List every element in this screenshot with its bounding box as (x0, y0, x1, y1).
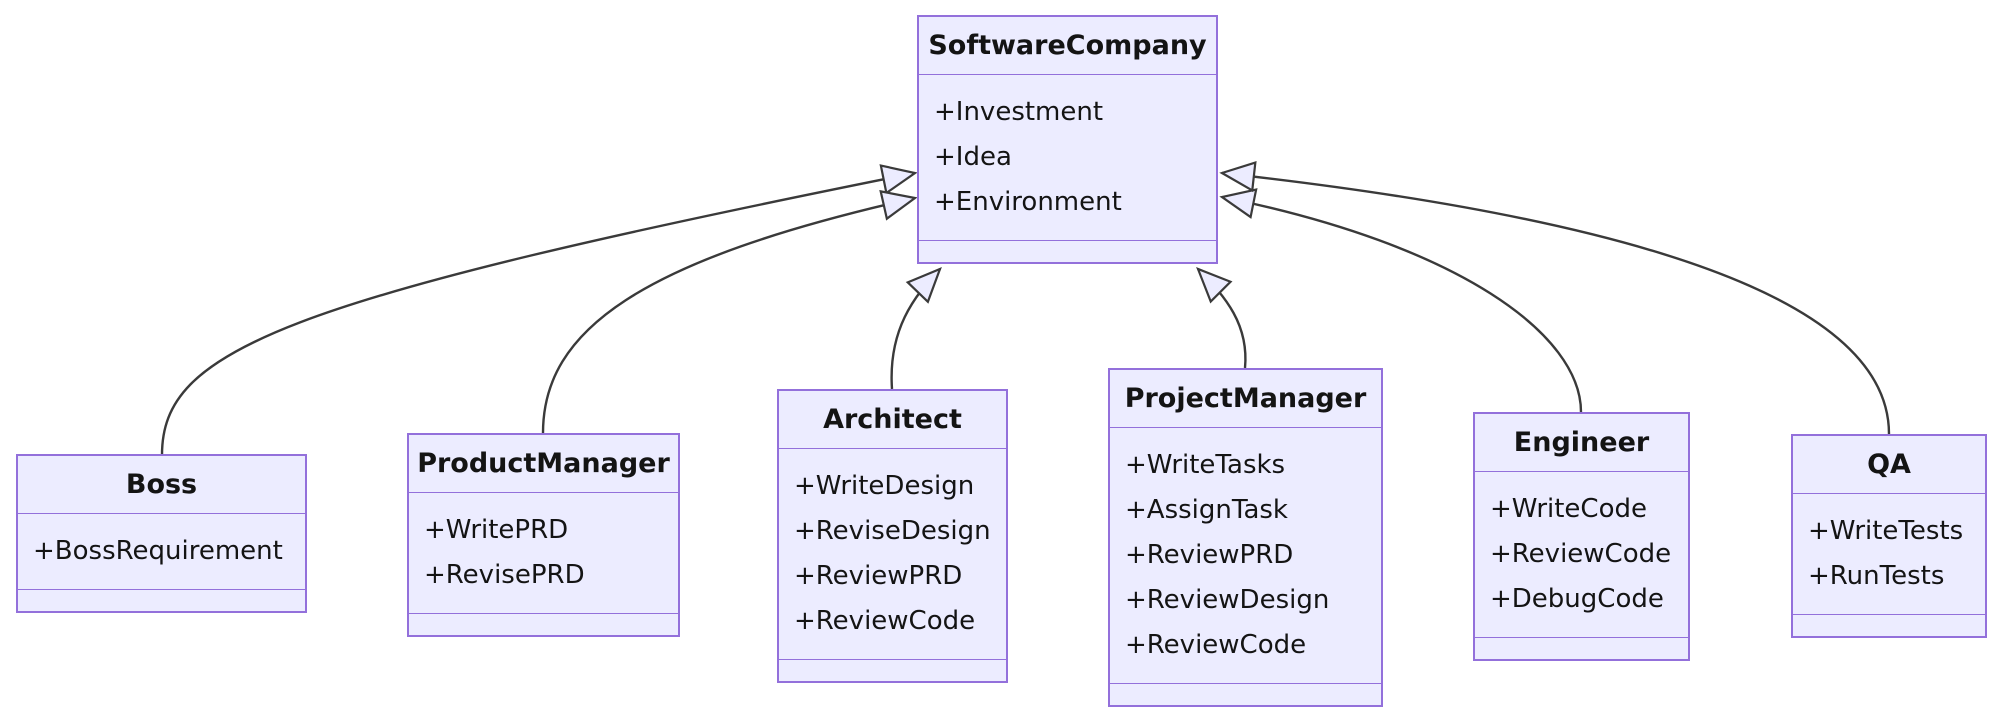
class-title: Boss (18, 456, 305, 514)
class-attribute: +ReviewPRD (1125, 540, 1294, 570)
class-methods-empty (779, 660, 1006, 681)
class-attributes: +WriteDesign +ReviseDesign +ReviewPRD +R… (779, 449, 1006, 660)
edge-boss-to-softwarecompany (160, 164, 918, 456)
edge-engineer-to-softwarecompany (1219, 188, 1583, 413)
class-title: Architect (779, 391, 1006, 449)
class-attribute: +RevisePRD (424, 560, 585, 590)
class-attributes: +Investment +Idea +Environment (919, 75, 1216, 241)
class-attribute: +ReviseDesign (794, 516, 991, 546)
class-methods-empty (1475, 638, 1688, 659)
class-attribute: +WriteCode (1490, 494, 1647, 524)
class-title: ProductManager (409, 435, 678, 493)
class-attributes: +WriteCode +ReviewCode +DebugCode (1475, 472, 1688, 638)
class-box-qa: QA +WriteTests +RunTests (1791, 434, 1987, 638)
edge-productmanager-to-softwarecompany (541, 189, 918, 434)
class-attribute: +WriteDesign (794, 471, 975, 501)
class-methods-empty (919, 241, 1216, 262)
class-attributes: +WritePRD +RevisePRD (409, 493, 678, 614)
class-attribute: +Environment (934, 187, 1122, 217)
class-attribute: +AssignTask (1125, 495, 1288, 525)
edge-architect-to-softwarecompany (890, 267, 942, 390)
class-box-softwarecompany: SoftwareCompany +Investment +Idea +Envir… (917, 15, 1218, 264)
class-attribute: +Idea (934, 142, 1012, 172)
class-attribute: +ReviewCode (1125, 630, 1307, 660)
class-attribute: +RunTests (1808, 561, 1945, 591)
class-attribute: +ReviewPRD (794, 561, 963, 591)
class-methods-empty (18, 590, 305, 611)
class-attribute: +WritePRD (424, 515, 569, 545)
edge-projectmanager-to-softwarecompany (1196, 267, 1247, 369)
class-attribute: +DebugCode (1490, 584, 1664, 614)
class-methods-empty (409, 614, 678, 635)
class-title: Engineer (1475, 414, 1688, 472)
class-attributes: +BossRequirement (18, 514, 305, 590)
class-attributes: +WriteTests +RunTests (1793, 494, 1985, 615)
class-attribute: +Investment (934, 97, 1104, 127)
class-methods-empty (1110, 684, 1381, 705)
class-methods-empty (1793, 615, 1985, 636)
class-attribute: +ReviewCode (794, 606, 976, 636)
class-title: QA (1793, 436, 1985, 494)
class-box-productmanager: ProductManager +WritePRD +RevisePRD (407, 433, 680, 637)
class-attribute: +BossRequirement (33, 536, 283, 566)
edge-qa-to-softwarecompany (1219, 161, 1891, 435)
class-attribute: +ReviewCode (1490, 539, 1672, 569)
class-title: SoftwareCompany (919, 17, 1216, 75)
class-attribute: +WriteTests (1808, 516, 1964, 546)
class-box-boss: Boss +BossRequirement (16, 454, 307, 613)
class-title: ProjectManager (1110, 370, 1381, 428)
class-box-projectmanager: ProjectManager +WriteTasks +AssignTask +… (1108, 368, 1383, 707)
class-attribute: +WriteTasks (1125, 450, 1286, 480)
class-attributes: +WriteTasks +AssignTask +ReviewPRD +Revi… (1110, 428, 1381, 684)
class-box-architect: Architect +WriteDesign +ReviseDesign +Re… (777, 389, 1008, 683)
class-box-engineer: Engineer +WriteCode +ReviewCode +DebugCo… (1473, 412, 1690, 661)
class-attribute: +ReviewDesign (1125, 585, 1330, 615)
